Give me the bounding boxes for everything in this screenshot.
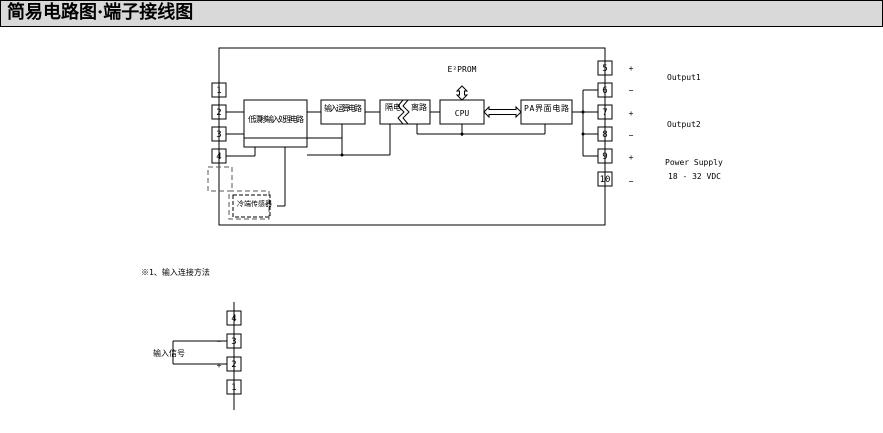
conn-terminal-2-label: 2 — [231, 360, 236, 370]
input-minus-label: − — [217, 337, 222, 346]
power-supply-label: Power Supply — [665, 158, 723, 167]
connection-method-title: ※1、输入连接方法 — [141, 267, 210, 277]
input-processing-block — [243, 99, 308, 148]
isolation-block — [379, 99, 431, 125]
conn-terminal-1-label: 1 — [231, 383, 236, 393]
terminal-7-polarity: + — [629, 109, 634, 118]
header-bar: 简易电路图·端子接线图 — [0, 0, 883, 27]
cpu-label: CPU — [455, 109, 470, 118]
input-processing-label: 低漂移输入处理电路 — [248, 114, 304, 124]
terminal-6-polarity: − — [629, 86, 634, 95]
amp-label: 输入运算电路 — [324, 103, 362, 113]
bidirectional-arrow-icon — [483, 105, 522, 119]
updown-arrow-icon — [455, 85, 469, 101]
conn-terminal-4-label: 4 — [231, 314, 236, 324]
terminal-6-label: 6 — [602, 86, 607, 96]
terminal-7-label: 7 — [602, 108, 607, 118]
conn-terminal-3-label: 3 — [231, 337, 236, 347]
device-frame — [218, 47, 606, 226]
amp-block — [320, 99, 366, 125]
cold-junction-block — [232, 194, 271, 218]
terminal-9-polarity: + — [629, 153, 634, 162]
terminal-2-label: 2 — [216, 108, 221, 118]
terminal-5-polarity: + — [629, 64, 634, 73]
output2-label: Output2 — [667, 120, 701, 129]
page-title: 简易电路图·端子接线图 — [7, 2, 194, 23]
output1-label: Output1 — [667, 73, 701, 82]
terminal-10-polarity: − — [629, 177, 634, 186]
pa-interface-label: PA界面电路 — [524, 103, 569, 113]
eeprom-label: E²PROM — [448, 65, 477, 74]
terminal-1-label: 1 — [216, 86, 221, 96]
input-plus-label: + — [217, 361, 222, 370]
isolation-label-right: 离路 — [411, 102, 427, 112]
terminal-5-label: 5 — [602, 64, 607, 74]
input-signal-label: 输入信号 — [153, 348, 185, 358]
terminal-8-polarity: − — [629, 131, 634, 140]
terminal-8-label: 8 — [602, 130, 607, 140]
cold-junction-label: 冷端传感器 — [237, 199, 272, 208]
power-range-label: 18 - 32 VDC — [668, 172, 721, 181]
isolation-label-left: 隔电 — [385, 102, 401, 112]
terminal-10-label: 10 — [600, 175, 611, 185]
terminal-4-label: 4 — [216, 152, 221, 162]
terminal-3-label: 3 — [216, 130, 221, 140]
terminal-9-label: 9 — [602, 152, 607, 162]
